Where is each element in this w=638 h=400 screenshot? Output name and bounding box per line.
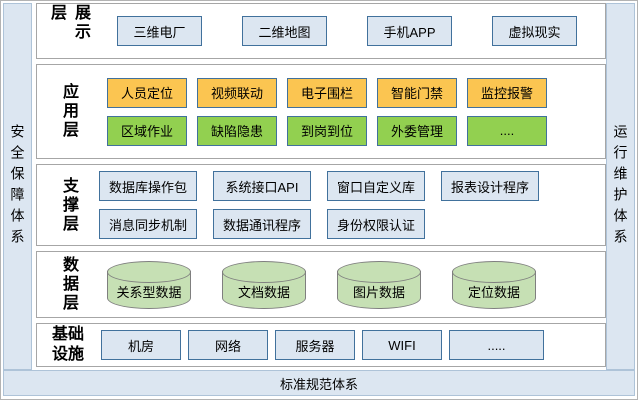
- module-box-label: 人员定位: [120, 86, 173, 101]
- module-box-label: 三维电厂: [133, 24, 186, 40]
- left-panel-security-assurance: 安全保障体系: [3, 3, 32, 370]
- module-box: 窗口自定义库: [327, 171, 425, 201]
- module-box-label: 监控报警: [480, 86, 533, 101]
- layers-column: 展示层 三维电厂 二维地图 手机APP 虚拟现实 应用层 人员定位 视频联动 电子围栏 智能…: [36, 3, 606, 367]
- right-panel-label: 运行维护体系: [612, 123, 629, 250]
- module-box: 消息同步机制: [99, 209, 197, 239]
- module-box-label: 手机APP: [383, 24, 436, 40]
- module-box: 报表设计程序: [441, 171, 539, 201]
- module-row: 数据库操作包 系统接口API 窗口自定义库 报表设计程序: [99, 171, 605, 201]
- module-box: 人员定位: [107, 77, 187, 108]
- layer-label: 数据层: [37, 252, 99, 317]
- bottom-panel-standard-specification: 标准规范体系: [3, 370, 635, 396]
- layer-content: 机房 网络 服务器 WIFI.....: [99, 324, 605, 366]
- layer-infra: 基础设施 机房 网络 服务器 WIFI.....: [36, 323, 606, 367]
- module-box-label: 机房: [127, 338, 154, 354]
- layer-application: 应用层 人员定位 视频联动 电子围栏 智能门禁 监控报警区域作业 缺陷隐患 到岗到位 外委管理…: [36, 64, 606, 159]
- module-box-label: 身份权限认证: [336, 217, 415, 233]
- module-box: 监控报警: [467, 77, 547, 108]
- module-box: 缺陷隐患: [197, 115, 277, 146]
- module-row: 三维电厂 二维地图 手机APP 虚拟现实: [99, 16, 605, 46]
- module-box-label: 窗口自定义库: [336, 179, 415, 195]
- layer-content: 三维电厂 二维地图 手机APP 虚拟现实: [99, 4, 605, 58]
- module-box: 视频联动: [197, 77, 277, 108]
- layer-label: 应用层: [37, 65, 99, 158]
- module-box: 数据通讯程序: [213, 209, 311, 239]
- left-panel-label: 安全保障体系: [9, 123, 26, 250]
- data-store-cylinder: 定位数据: [452, 260, 536, 309]
- module-box: WIFI: [362, 330, 442, 360]
- layer-label-text: 基础设施: [51, 326, 84, 363]
- module-row: 区域作业 缺陷隐患 到岗到位 外委管理....: [99, 115, 605, 146]
- module-box: 二维地图: [242, 16, 327, 46]
- module-box-label: .....: [487, 337, 506, 353]
- layer-content: 数据库操作包 系统接口API 窗口自定义库 报表设计程序消息同步机制 数据通讯程序 身份权…: [99, 165, 605, 245]
- module-box-label: 区域作业: [120, 124, 173, 139]
- module-box-label: 到岗到位: [300, 124, 353, 139]
- module-box: 系统接口API: [213, 171, 311, 201]
- module-box: 身份权限认证: [327, 209, 425, 239]
- module-box: 网络: [188, 330, 268, 360]
- module-box-label: WIFI: [388, 337, 416, 353]
- module-box: ....: [467, 115, 547, 146]
- layer-support: 支撑层 数据库操作包 系统接口API 窗口自定义库 报表设计程序消息同步机制 数据通讯程…: [36, 164, 606, 246]
- data-store-cylinder: 图片数据: [337, 260, 421, 309]
- bottom-panel-label: 标准规范体系: [279, 376, 358, 392]
- module-box-label: ....: [499, 123, 515, 138]
- layer-label-text: 支撑层: [60, 176, 77, 234]
- module-box-label: 二维地图: [258, 24, 311, 40]
- data-store-cylinder: 文档数据: [222, 260, 306, 309]
- module-box-label: 数据通讯程序: [222, 217, 301, 233]
- module-box-label: 报表设计程序: [450, 179, 529, 195]
- module-box-label: 外委管理: [390, 124, 443, 139]
- layer-data: 数据层 关系型数据 文档数据 图片数据 定位数据: [36, 251, 606, 318]
- layer-label: 基础设施: [37, 324, 99, 366]
- module-box-label: 视频联动: [210, 86, 263, 101]
- module-box: 手机APP: [367, 16, 452, 46]
- data-store-label: 文档数据: [237, 284, 290, 300]
- module-box: 区域作业: [107, 115, 187, 146]
- module-box: 外委管理: [377, 115, 457, 146]
- module-box-label: 虚拟现实: [508, 24, 561, 40]
- layer-label-text: 数据层: [60, 256, 77, 313]
- data-store-label: 定位数据: [467, 284, 520, 300]
- data-store-label: 图片数据: [352, 284, 405, 300]
- module-row: 消息同步机制 数据通讯程序 身份权限认证: [99, 209, 605, 239]
- module-box-label: 数据库操作包: [108, 179, 187, 195]
- module-row: 机房 网络 服务器 WIFI.....: [99, 330, 605, 360]
- layer-content: 关系型数据 文档数据 图片数据 定位数据: [99, 252, 605, 317]
- module-box: 机房: [101, 330, 181, 360]
- module-box: 服务器: [275, 330, 355, 360]
- module-box: 数据库操作包: [99, 171, 197, 201]
- module-box-label: 缺陷隐患: [210, 124, 263, 139]
- module-box-label: 电子围栏: [300, 86, 353, 101]
- module-box: 智能门禁: [377, 77, 457, 108]
- module-row: 关系型数据 文档数据 图片数据 定位数据: [99, 260, 605, 309]
- layer-presentation: 展示层 三维电厂 二维地图 手机APP 虚拟现实: [36, 3, 606, 59]
- module-box: 三维电厂: [117, 16, 202, 46]
- layer-content: 人员定位 视频联动 电子围栏 智能门禁 监控报警区域作业 缺陷隐患 到岗到位 外委管理....: [99, 65, 605, 158]
- module-box: .....: [449, 330, 544, 360]
- module-box-label: 系统接口API: [225, 179, 299, 195]
- module-box-label: 消息同步机制: [108, 217, 187, 233]
- data-store-label: 关系型数据: [116, 284, 182, 300]
- module-box: 到岗到位: [287, 115, 367, 146]
- data-store-cylinder: 关系型数据: [107, 260, 191, 309]
- layer-label: 支撑层: [37, 165, 99, 245]
- module-box-label: 服务器: [295, 338, 335, 354]
- layer-label-text: 展示层: [48, 4, 89, 42]
- module-box-label: 智能门禁: [390, 86, 443, 101]
- module-row: 人员定位 视频联动 电子围栏 智能门禁 监控报警: [99, 77, 605, 108]
- module-box: 电子围栏: [287, 77, 367, 108]
- layer-label: 展示层: [37, 4, 99, 58]
- module-box: 虚拟现实: [492, 16, 577, 46]
- module-box-label: 网络: [214, 338, 241, 354]
- right-panel-operation-maintenance: 运行维护体系: [606, 3, 635, 370]
- layer-label-text: 应用层: [60, 83, 77, 140]
